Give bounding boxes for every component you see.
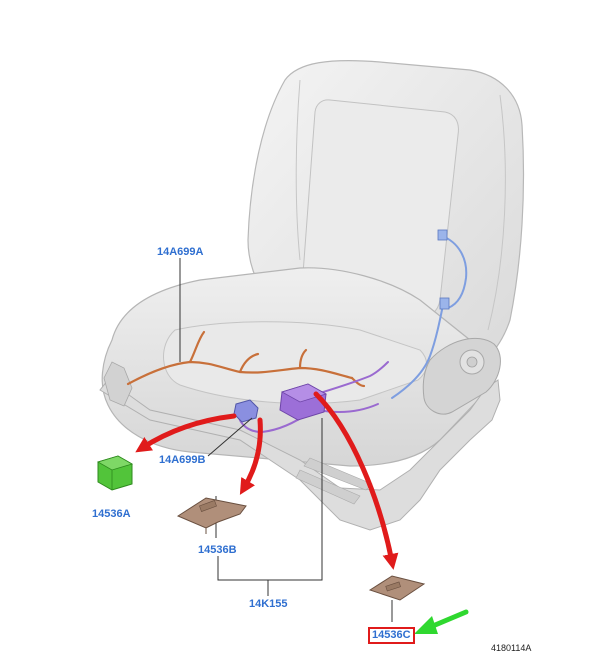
callout-14a699a: 14A699A [157,246,204,258]
removal-arrows [135,391,399,570]
bracket-14536b-part [176,497,247,534]
green-indicator-arrow [414,609,469,634]
callout-14a699b: 14A699B [159,454,206,466]
module-14536a-part [96,455,134,491]
callout-14k155: 14K155 [249,598,288,610]
harness-orange [126,330,366,388]
seat-cushion [99,267,501,531]
callout-14536c-highlighted: 14536C [368,627,415,644]
callout-14536b: 14536B [198,544,237,556]
harness-blue [391,235,468,399]
bracket-14536c-part [368,575,426,601]
callout-14536a: 14536A [92,508,131,520]
figure-reference: 4180114A [491,643,532,653]
harness-connector-blue [437,229,450,310]
